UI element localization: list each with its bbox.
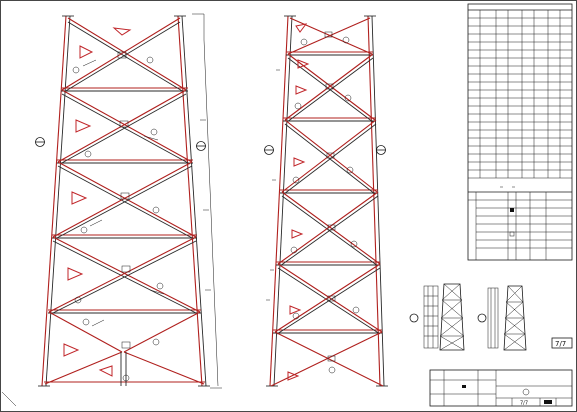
sheet-index: 7/7 [555,340,566,348]
right-tower-elevation [264,15,388,387]
sheet-number: 7/7 [520,401,528,407]
detail-elevation-a [409,283,465,351]
bolt-hole-icon [146,56,154,64]
revision-table [467,3,573,261]
title-block: 7/7 [429,369,573,407]
detail-elevation-b [477,285,527,351]
gusset-triangle-icon [79,45,94,59]
left-tower-elevation [35,13,222,389]
